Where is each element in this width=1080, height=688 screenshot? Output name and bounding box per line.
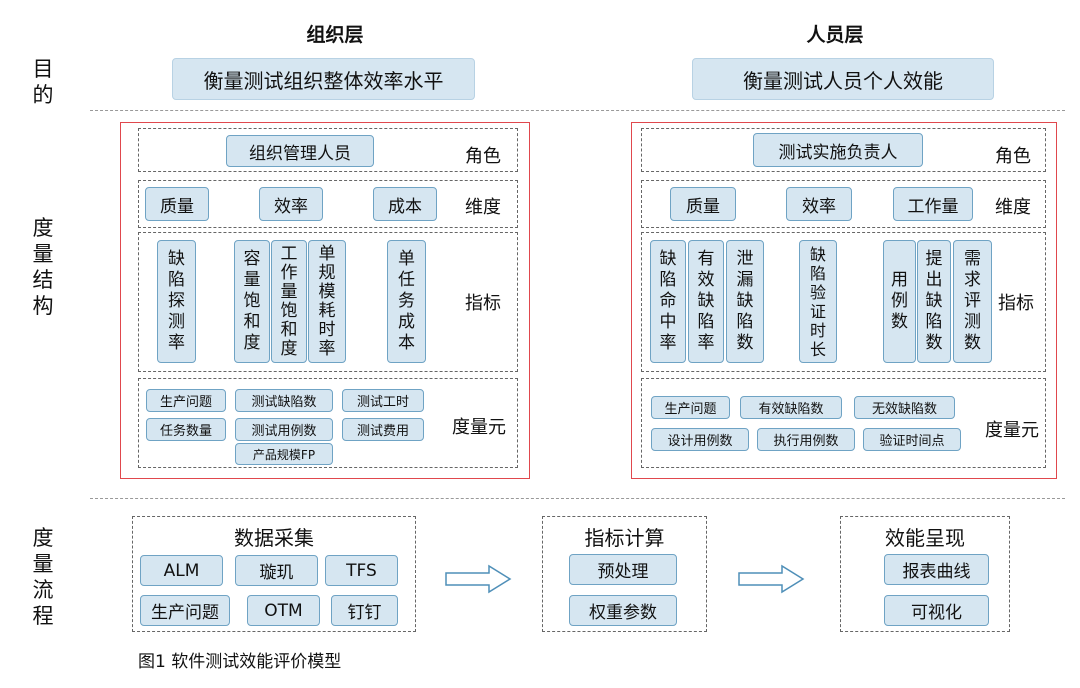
divider-bottom [90, 498, 1065, 499]
present-box [840, 516, 1010, 632]
org-meta: 任务数量 [146, 418, 226, 441]
person-meta: 生产问题 [651, 396, 730, 419]
org-indicator: 容量饱和度 [234, 240, 270, 363]
person-meta: 设计用例数 [651, 428, 749, 451]
collect-item: 璇玑 [235, 555, 318, 586]
collect-item: 钉钉 [331, 595, 398, 626]
org-structure-frame [120, 122, 530, 479]
person-indicator: 提出缺陷数 [917, 240, 951, 363]
arrow-right-icon [445, 564, 512, 594]
person-dimension-quality: 质量 [670, 187, 736, 221]
org-meta: 产品规模FP [235, 443, 333, 465]
person-meta-label: 度量元 [985, 420, 1039, 441]
person-indicator: 用例数 [883, 240, 916, 363]
org-meta: 测试缺陷数 [235, 389, 333, 412]
org-role-box [138, 128, 518, 172]
org-dimension-box [138, 180, 518, 228]
person-indicator: 有效缺陷率 [688, 240, 724, 363]
figure-caption: 图1 软件测试效能评价模型 [138, 652, 342, 672]
person-indicator: 泄漏缺陷数 [726, 240, 764, 363]
person-role-label: 角色 [995, 146, 1031, 167]
org-dimension-cost: 成本 [373, 187, 437, 221]
person-role: 测试实施负责人 [753, 133, 923, 167]
org-role-label: 角色 [465, 146, 501, 167]
person-meta: 无效缺陷数 [854, 396, 955, 419]
org-indicator: 单任务成本 [387, 240, 426, 363]
org-meta-label: 度量元 [452, 417, 506, 438]
org-meta: 测试用例数 [235, 418, 333, 441]
org-role: 组织管理人员 [226, 135, 374, 167]
org-meta: 测试工时 [342, 389, 424, 412]
compute-title: 指标计算 [584, 526, 665, 550]
person-goal: 衡量测试人员个人效能 [692, 58, 994, 100]
org-indicator: 缺陷探测率 [157, 240, 196, 363]
person-indicator-label: 指标 [998, 293, 1034, 314]
person-meta: 验证时间点 [863, 428, 961, 451]
org-indicator-label: 指标 [465, 293, 501, 314]
org-meta-box [138, 378, 518, 468]
person-structure-frame [631, 122, 1057, 479]
row-label-structure: 度量结构 [32, 216, 54, 318]
person-meta: 执行用例数 [757, 428, 855, 451]
collect-item: ALM [140, 555, 223, 586]
org-indicator-box [138, 232, 518, 372]
row-label-goal: 目的 [32, 57, 54, 107]
person-dimension-efficiency: 效率 [786, 187, 852, 221]
collect-title: 数据采集 [234, 526, 314, 550]
org-dimension-efficiency: 效率 [259, 187, 323, 221]
compute-box [542, 516, 707, 632]
row-label-process: 度量流程 [32, 526, 54, 628]
org-meta: 生产问题 [146, 389, 226, 412]
org-indicator: 单规模耗时率 [308, 240, 346, 363]
org-indicator: 工作量饱和度 [271, 240, 307, 363]
collect-box [132, 516, 416, 632]
person-indicator: 缺陷命中率 [650, 240, 686, 363]
org-dimension-quality: 质量 [145, 187, 209, 221]
person-indicator-box [641, 232, 1046, 372]
org-goal: 衡量测试组织整体效率水平 [172, 58, 475, 100]
present-item: 报表曲线 [884, 554, 989, 585]
person-dimension-workload: 工作量 [893, 187, 973, 221]
collect-item: OTM [247, 595, 320, 626]
person-indicator: 缺陷验证时长 [799, 240, 837, 363]
org-meta: 测试费用 [342, 418, 424, 441]
person-meta-box [641, 378, 1046, 468]
compute-item: 预处理 [569, 554, 677, 585]
person-indicator: 需求评测数 [953, 240, 992, 363]
present-item: 可视化 [884, 595, 989, 626]
org-layer-header: 组织层 [306, 24, 364, 46]
person-dimension-label: 维度 [995, 197, 1031, 218]
person-role-box [641, 128, 1046, 172]
collect-item: TFS [325, 555, 398, 586]
person-meta: 有效缺陷数 [740, 396, 842, 419]
compute-item: 权重参数 [569, 595, 677, 626]
collect-item: 生产问题 [140, 595, 230, 626]
present-title: 效能呈现 [885, 526, 965, 550]
divider-top [90, 110, 1065, 111]
person-layer-header: 人员层 [806, 24, 864, 46]
org-dimension-label: 维度 [465, 197, 501, 218]
person-dimension-box [641, 180, 1046, 228]
arrow-right-icon [738, 564, 805, 594]
